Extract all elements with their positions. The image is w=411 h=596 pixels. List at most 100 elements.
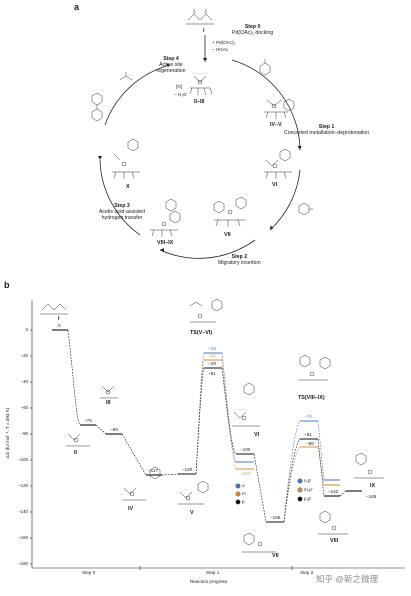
connector — [317, 438, 325, 497]
connector — [95, 424, 107, 435]
level-value: −80 — [110, 427, 118, 432]
legend2-dot-p — [297, 496, 303, 502]
cycle-arc — [231, 59, 301, 151]
y-tick: −20 — [20, 353, 28, 358]
connector — [283, 420, 301, 523]
level-value: −165 — [270, 515, 281, 520]
structure-IV-V — [264, 98, 295, 119]
legend-o: o — [242, 483, 245, 488]
x-axis-label: Reaction progress — [190, 579, 228, 584]
connector — [221, 359, 237, 470]
connector — [317, 420, 325, 481]
level-value: −165 — [366, 494, 377, 499]
structure-VI — [264, 148, 292, 179]
structure-b-VII — [242, 532, 276, 553]
y-tick: −160 — [18, 535, 28, 540]
species-VIII-IX: VIII–IX — [157, 240, 174, 246]
species-I: I — [203, 28, 205, 34]
level-value: −114 — [240, 471, 251, 476]
level-value: −98 — [306, 441, 314, 446]
y-tick: −120 — [18, 483, 28, 488]
species-II-III: II–III — [194, 99, 205, 105]
y-tick: −180 — [18, 561, 28, 566]
connector — [195, 359, 205, 475]
cycle-arc — [104, 64, 171, 126]
structure-toluene — [298, 202, 313, 216]
structure-b-I — [40, 303, 68, 315]
level-value: −117 — [148, 468, 159, 473]
y-tick: −80 — [20, 431, 28, 436]
connector — [283, 438, 301, 523]
cycle-arc — [99, 159, 141, 236]
structure-b-IV — [122, 466, 161, 501]
species-b-IX: IX — [370, 483, 376, 489]
connector — [161, 473, 179, 476]
ts2-value-p: −81 — [304, 432, 312, 437]
ts-value-p: −29 — [208, 361, 216, 366]
structure-b-VIII — [318, 510, 348, 535]
watermark: 知乎 @新之微理 — [316, 574, 378, 584]
connector — [221, 352, 237, 463]
structure-toluene — [259, 59, 271, 76]
structure-b-TS2 — [298, 354, 331, 381]
level-value: −75 — [84, 418, 92, 423]
level-value: −142 — [328, 489, 339, 494]
legend2-dot-m — [297, 487, 303, 493]
species-VII: VII — [224, 232, 231, 238]
arrowhead — [166, 63, 170, 67]
y-tick: 0 — [25, 327, 28, 332]
ts-label-VIII-IX: TS(VIII–IX) — [298, 395, 325, 401]
arrowhead — [203, 58, 207, 62]
level-value: 0 — [58, 323, 61, 328]
cycle-arc — [159, 239, 256, 259]
reagent-docking-out: − HOAc — [212, 47, 229, 52]
structure-b-II — [66, 433, 90, 447]
connector — [195, 367, 205, 475]
species-b-II: II — [74, 450, 77, 456]
structure-VII — [213, 196, 247, 227]
level-value: −100 — [240, 447, 251, 452]
y-tick: −40 — [20, 379, 28, 384]
structure-VIII-IX — [150, 198, 181, 237]
species-b-VIII: VIII — [330, 538, 339, 544]
connector — [195, 352, 205, 475]
legend-dot-p — [235, 499, 241, 505]
connector — [121, 433, 147, 476]
panel-b-letter: b — [4, 280, 10, 290]
legend-dot-o — [235, 483, 241, 489]
level-value: −120 — [182, 467, 193, 472]
reagent-regen-out: − H₂O — [174, 92, 187, 97]
connector — [221, 367, 237, 455]
structure-b-V — [178, 480, 209, 505]
arrowhead — [297, 146, 302, 150]
legend2-dot-o — [297, 478, 303, 484]
species-VI: VI — [272, 182, 278, 188]
panel-a-letter: a — [74, 2, 80, 12]
level-value: −81 — [208, 371, 216, 376]
structure-b-VI — [232, 382, 260, 427]
legend-m: m — [242, 491, 246, 496]
species-b-VII: VII — [272, 553, 279, 559]
structure-HOAc — [119, 72, 133, 81]
species-X: X — [126, 184, 130, 190]
ts-label-V-VI: TS(V–VI) — [190, 330, 213, 336]
connector — [283, 446, 301, 523]
legend2-pp: p,p′ — [304, 496, 312, 501]
reagent-docking-in: + Pd(OAc)₂ — [212, 40, 236, 45]
stage-label-step1: Step 1 — [206, 570, 220, 575]
structure-I — [186, 9, 214, 25]
ts-value-o: −18 — [208, 346, 216, 351]
reagent-regen-in: [O] — [176, 84, 183, 89]
structure-biaryl-product — [91, 92, 103, 122]
structure-b-TS1 — [189, 298, 223, 323]
ts2-value-o: −74 — [304, 414, 312, 419]
y-tick: −60 — [20, 405, 28, 410]
stage-label-step2: Step 2 — [300, 570, 314, 575]
species-b-III: III — [106, 400, 111, 406]
y-axis-label: ΔG (kJ mol⁻¹, T = 393 K) — [5, 407, 10, 459]
